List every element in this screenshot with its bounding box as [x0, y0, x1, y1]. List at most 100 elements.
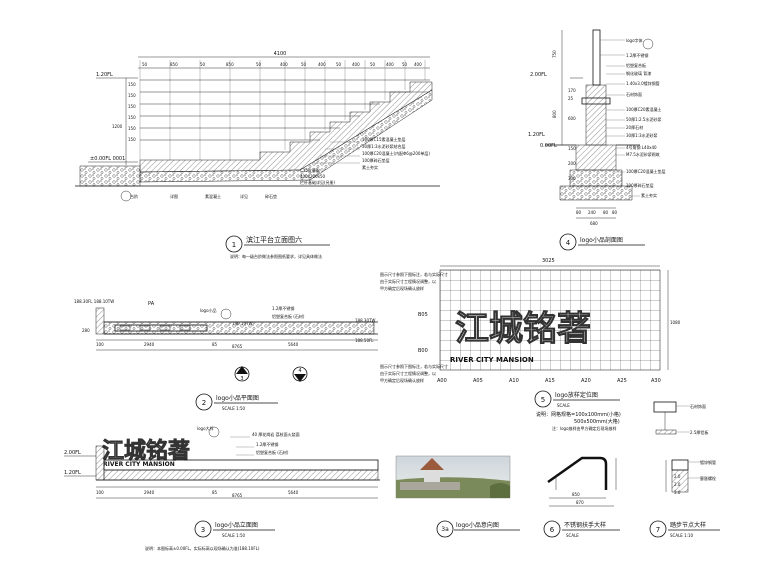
- svg-text:50厚1:2.5水泥砂浆: 50厚1:2.5水泥砂浆: [626, 116, 661, 122]
- d3-level-b: 1.20FL: [64, 470, 81, 476]
- svg-text:A25: A25: [617, 378, 627, 384]
- svg-text:台阶: 台阶: [130, 193, 138, 199]
- d2-callout: logo小品: [200, 307, 217, 313]
- d7-labels: 石材饰面 2.5厚铝板 镀锌钢管 膨胀螺栓: [690, 403, 716, 481]
- svg-text:4号角钢 L40x40: 4号角钢 L40x40: [626, 144, 657, 150]
- svg-text:150: 150: [568, 146, 576, 151]
- svg-text:150: 150: [128, 82, 136, 87]
- svg-text:素土夯实: 素土夯实: [641, 192, 657, 198]
- svg-text:400: 400: [352, 62, 360, 67]
- svg-text:400: 400: [318, 62, 326, 67]
- d1-bottom-labels: 台阶 详图 素混凝土 详见 碎石垫: [130, 193, 277, 199]
- svg-text:150: 150: [128, 93, 136, 98]
- svg-text:钢化玻璃 背漆: 钢化玻璃 背漆: [626, 70, 651, 76]
- d6-title-bubble: [543, 520, 561, 538]
- d5-row-b00: B00: [418, 348, 428, 354]
- svg-text:C15砼基础: C15砼基础: [300, 167, 320, 173]
- svg-text:1.2厚不锈钢: 1.2厚不锈钢: [626, 52, 648, 58]
- svg-text:3.0: 3.0: [674, 490, 681, 495]
- d4-labels: logo字体 1.2厚不锈钢 铝塑复合板 钢化玻璃 背漆 1.40x3.0镀锌钢…: [626, 37, 666, 198]
- d5-grid: [439, 269, 661, 371]
- d5-col-labels: A00 A05 A10 A15 A20 A25 A30: [437, 378, 661, 384]
- detail-3-logo-elevation: logo大样 江城铭著 RIVER CITY MANSION 40 厚花岗岩 荔…: [64, 425, 380, 551]
- d4-dim-total: 680: [590, 221, 598, 226]
- d7-scale: SCALE 1:10: [670, 533, 694, 538]
- svg-text:图示尺寸参照下图标注，若与实际尺寸: 图示尺寸参照下图标注，若与实际尺寸: [380, 363, 448, 369]
- svg-text:素土夯实: 素土夯实: [362, 164, 378, 170]
- svg-text:50: 50: [256, 62, 262, 67]
- svg-text:A20: A20: [581, 378, 591, 384]
- d5-row-b05: B05: [418, 312, 428, 318]
- d4-level-c: 0.00FL: [540, 143, 557, 149]
- d4-dims-left: 750 800 170 25 600 150 200 300: [552, 50, 576, 181]
- d2-note-a: 1.2厚不锈钢: [272, 305, 294, 311]
- svg-text:2.0: 2.0: [674, 474, 681, 479]
- d5-logo-cn: 江城铭著: [455, 309, 591, 349]
- d3-note-c: 铝塑复合板 (石材): [256, 449, 289, 455]
- svg-text:170: 170: [568, 88, 576, 93]
- svg-text:150: 150: [128, 104, 136, 109]
- d5-dim-total: 3025: [542, 258, 555, 264]
- svg-text:2.5厚铝板: 2.5厚铝板: [690, 429, 708, 435]
- svg-text:50: 50: [142, 62, 148, 67]
- svg-text:素混凝土: 素混凝土: [205, 193, 221, 199]
- svg-text:详见: 详见: [240, 193, 248, 199]
- svg-text:850: 850: [170, 62, 178, 67]
- svg-text:M7.5水泥砂浆砌筑: M7.5水泥砂浆砌筑: [626, 151, 660, 157]
- svg-text:5640: 5640: [288, 342, 299, 347]
- svg-text:150: 150: [128, 115, 136, 120]
- d1-title-num: 1: [232, 241, 236, 249]
- d6-title: 不锈钢扶手大样: [564, 521, 606, 529]
- detail-6-handrail: 850 870 6 不锈钢扶手大样 SCALE: [543, 456, 620, 538]
- svg-text:甲方确定后现场确认放样: 甲方确定后现场确认放样: [380, 377, 424, 383]
- svg-text:100厚C20混凝土垫层: 100厚C20混凝土垫层: [626, 168, 666, 174]
- d3a-title-num: 3a: [441, 526, 449, 533]
- svg-text:100: 100: [96, 342, 104, 347]
- svg-text:400: 400: [280, 62, 288, 67]
- d3a-title: logo小品意向图: [456, 521, 499, 529]
- d2-dim-total: 8765: [232, 344, 243, 349]
- d2-dim-left: 280: [82, 328, 90, 333]
- d3-title-num: 3: [201, 526, 205, 534]
- svg-text:铝塑复合板: 铝塑复合板: [626, 62, 646, 68]
- svg-text:240: 240: [588, 210, 596, 215]
- d4-title-num: 4: [566, 239, 571, 247]
- d3-title: logo小品立面图: [215, 521, 258, 529]
- d2-title: logo小品平面图: [216, 394, 259, 402]
- d2-level-right: 188.30TW: [355, 318, 375, 323]
- svg-text:400: 400: [414, 62, 422, 67]
- d3-title-bubble: [194, 520, 212, 538]
- svg-text:由于实际尺寸工程情况调整，以: 由于实际尺寸工程情况调整，以: [380, 278, 436, 284]
- svg-text:25: 25: [568, 96, 574, 101]
- d1-level-bottom: ±0.00FL 0001: [90, 156, 125, 162]
- svg-text:栏杆基础详见(另册): 栏杆基础详见(另册): [300, 179, 336, 185]
- d5-scale: SCALE: [557, 403, 570, 408]
- d2-title-num: 2: [202, 399, 206, 407]
- d5-note3: 注：logo放样由甲方确定后现场放样: [552, 425, 617, 431]
- svg-text:1200: 1200: [112, 124, 123, 129]
- svg-text:100厚C15素混凝土垫层: 100厚C15素混凝土垫层: [362, 136, 406, 142]
- svg-text:甲方确定后现场确认放样: 甲方确定后现场确认放样: [380, 285, 424, 291]
- svg-text:100厚碎石垫层: 100厚碎石垫层: [362, 157, 390, 163]
- svg-text:50: 50: [200, 62, 206, 67]
- d4-title-bubble: [559, 233, 577, 251]
- d5-title-bubble: [534, 390, 552, 408]
- detail-7-step-node: 石材饰面 2.5厚铝板 镀锌钢管 膨胀螺栓 2.0 2.0 3.0 7 踏步节点…: [649, 401, 720, 538]
- svg-text:100厚C20混凝土(内配Φ6@200单层): 100厚C20混凝土(内配Φ6@200单层): [362, 150, 430, 156]
- d5-note2: 500x500mm(大格): [574, 418, 620, 425]
- d2-section-mark-4: 4: [298, 368, 301, 374]
- d5-title-num: 5: [541, 396, 545, 404]
- svg-text:150: 150: [128, 126, 136, 131]
- svg-text:100厚碎石垫层: 100厚碎石垫层: [626, 182, 654, 188]
- d5-note1: 说明：网格规格=100x100mm(小格): [536, 411, 621, 418]
- d3-note: 说明：本图标高±0.00FL，实际标高以现场确认为准(188.10FL): [145, 545, 260, 551]
- svg-text:20厚石材: 20厚石材: [626, 124, 643, 130]
- svg-text:200: 200: [568, 161, 576, 166]
- svg-text:镀锌钢管: 镀锌钢管: [700, 459, 716, 465]
- detail-4-logo-section: logo字体 1.2厚不锈钢 铝塑复合板 钢化玻璃 背漆 1.40x3.0镀锌钢…: [528, 29, 666, 251]
- svg-text:750: 750: [552, 50, 557, 58]
- d4-level-a: 2.00FL: [530, 72, 547, 78]
- d1-title-bubble: [225, 235, 243, 253]
- svg-text:石材饰面: 石材饰面: [690, 403, 706, 409]
